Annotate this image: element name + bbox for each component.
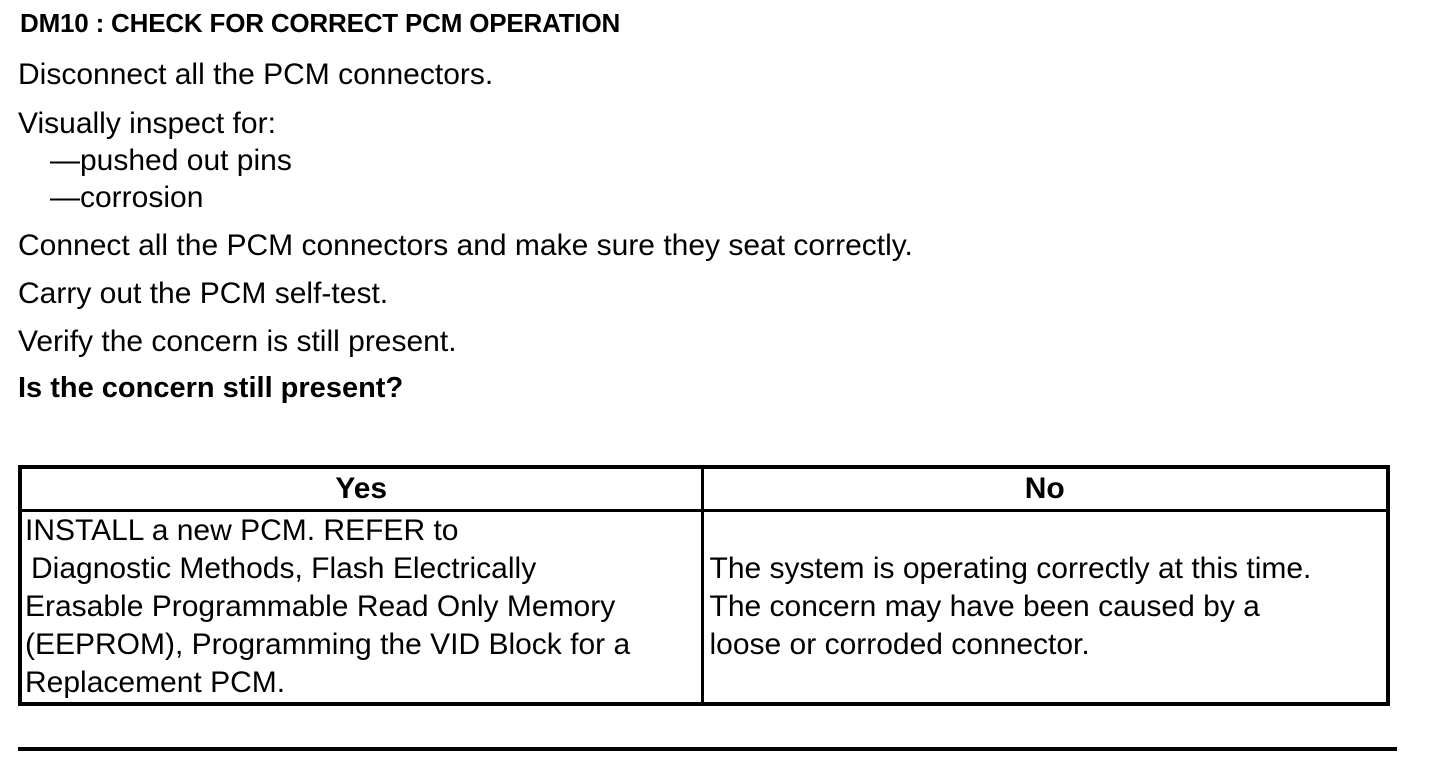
step-disconnect: Disconnect all the PCM connectors. [18, 58, 494, 91]
yes-line: Erasable Programmable Read Only Memory [25, 590, 616, 623]
yes-line: Diagnostic Methods, Flash Electrically [31, 552, 537, 585]
yes-line: Replacement PCM. [25, 666, 286, 699]
step-self-test: Carry out the PCM self-test. [18, 277, 389, 310]
yes-cell: INSTALL a new PCM. REFER to Diagnostic M… [18, 509, 704, 706]
yes-line: INSTALL a new PCM. REFER to [25, 514, 459, 547]
no-line: The concern may have been caused by a [709, 590, 1260, 623]
header-no: No [700, 465, 1390, 512]
bottom-divider [18, 747, 1397, 751]
page-heading: DM10 : CHECK FOR CORRECT PCM OPERATION [20, 8, 621, 38]
no-line: loose or corroded connector. [709, 628, 1090, 661]
no-line: The system is operating correctly at thi… [709, 552, 1312, 585]
yes-line: (EEPROM), Programming the VID Block for … [25, 628, 631, 661]
step-connect: Connect all the PCM connectors and make … [18, 229, 913, 262]
no-cell: The system is operating correctly at thi… [700, 509, 1390, 706]
step-inspect-intro: Visually inspect for: [18, 107, 276, 140]
header-yes: Yes [18, 465, 704, 512]
inspect-item-corrosion: —corrosion [50, 181, 204, 214]
question: Is the concern still present? [18, 372, 404, 404]
step-verify: Verify the concern is still present. [18, 325, 457, 358]
inspect-item-pins: —pushed out pins [50, 144, 292, 177]
result-table: Yes No INSTALL a new PCM. REFER to Diagn… [18, 465, 1390, 706]
